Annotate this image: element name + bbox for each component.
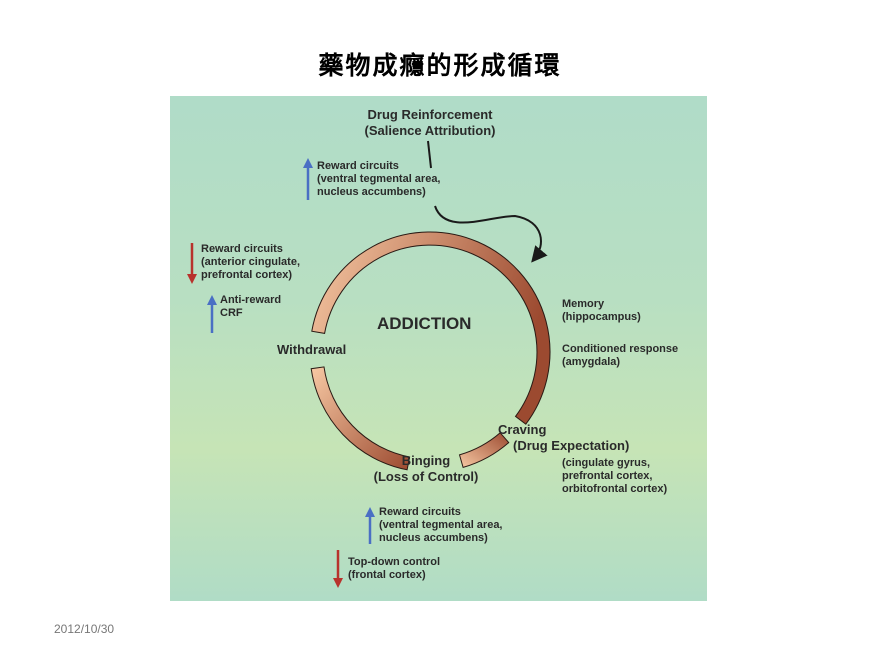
annotation-line: Top-down control (348, 556, 441, 568)
arrow-icons (187, 158, 375, 588)
annotation-line: (amygdala) (562, 356, 621, 368)
stage-binging-line2: (Loss of Control) (373, 469, 479, 484)
annotation-line: nucleus accumbens) (317, 186, 426, 198)
annotation-line: (frontal cortex) (348, 569, 426, 581)
stage-withdrawal: Withdrawal (277, 342, 347, 357)
annotation-line: orbitofrontal cortex) (562, 483, 668, 495)
stage-craving-line1: Craving (498, 422, 547, 437)
stage-reinforcement: Drug Reinforcement(Salience Attribution) (350, 107, 510, 139)
annotation-conditioned-response: Conditioned response(amygdala) (562, 343, 678, 369)
reinforcement-connector-arrow (427, 140, 541, 258)
up-arrow-head-icon (207, 295, 217, 305)
down-arrow-head-icon (333, 578, 343, 588)
up-arrow-head-icon (303, 158, 313, 168)
annotation-line: (anterior cingulate, (201, 256, 301, 268)
cycle-arc-withdrawal-to-craving (311, 231, 551, 425)
annotation-line: prefrontal cortex, (562, 470, 653, 482)
stage-craving-line2: (Drug Expectation) (513, 438, 630, 453)
annotation-line: Reward circuits (201, 243, 283, 255)
annotation-memory: Memory(hippocampus) (562, 298, 641, 324)
annotation-line: Reward circuits (379, 506, 461, 518)
cycle-arc-craving-to-binging (458, 432, 510, 469)
annotation-top-down-control: Top-down control(frontal cortex) (348, 556, 440, 582)
annotation-line: Reward circuits (317, 160, 399, 172)
cycle-arc-binging-to-withdrawal (310, 366, 411, 471)
stage-binging-line1: Binging (401, 453, 451, 468)
annotation-line: Conditioned response (562, 343, 679, 355)
addiction-cycle-diagram: Drug Reinforcement(Salience Attribution)… (170, 96, 707, 601)
annotation-line: Anti-reward (220, 294, 282, 306)
annotation-binging-reward: Reward circuits(ventral tegmental area,n… (379, 506, 503, 545)
annotation-line: CRF (220, 307, 243, 319)
annotation-line: (hippocampus) (562, 311, 641, 323)
annotation-reinforcement-reward: Reward circuits(ventral tegmental area,n… (317, 160, 441, 199)
annotation-line: (ventral tegmental area, (317, 173, 441, 185)
center-label: ADDICTION (377, 314, 472, 333)
annotation-line: Memory (562, 298, 605, 310)
annotation-line: (ventral tegmental area, (379, 519, 503, 531)
stage-reinforcement-line1: Drug Reinforcement (367, 107, 493, 122)
annotation-line: nucleus accumbens) (379, 532, 488, 544)
stage-reinforcement-line2: (Salience Attribution) (364, 123, 496, 138)
up-arrow-head-icon (365, 507, 375, 517)
slide-date: 2012/10/30 (54, 622, 115, 636)
cycle-graphics (187, 140, 551, 588)
annotation-withdrawal-reward: Reward circuits(anterior cingulate,prefr… (201, 243, 300, 282)
down-arrow-head-icon (187, 274, 197, 284)
annotation-line: prefrontal cortex) (201, 269, 293, 281)
stage-binging: Binging(Loss of Control) (366, 453, 486, 485)
annotation-craving-regions: (cingulate gyrus,prefrontal cortex,orbit… (562, 457, 667, 496)
annotation-line: (cingulate gyrus, (562, 457, 651, 469)
slide-title: 藥物成癮的形成循環 (318, 51, 562, 80)
